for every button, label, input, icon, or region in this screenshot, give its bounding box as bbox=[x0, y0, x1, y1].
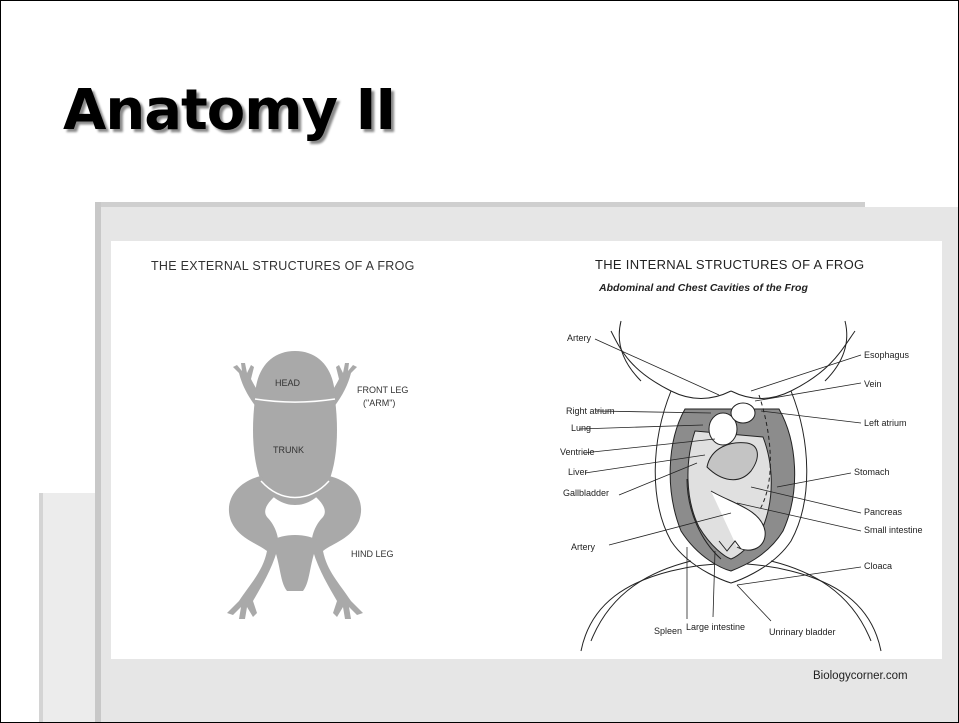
lung-label: Lung bbox=[571, 423, 591, 433]
small-intestine-label: Small intestine bbox=[864, 525, 923, 535]
hind-leg-label: HIND LEG bbox=[351, 549, 394, 559]
trunk-label: TRUNK bbox=[273, 445, 304, 455]
internal-organs bbox=[670, 395, 795, 571]
right-atrium-label: Right atrium bbox=[566, 406, 615, 416]
front-leg-label: FRONT LEG bbox=[357, 385, 408, 395]
large-intestine-label: Large intestine bbox=[686, 622, 745, 632]
external-frog-silhouette bbox=[227, 351, 363, 619]
panel-left-edge bbox=[95, 202, 101, 723]
gallbladder-label: Gallbladder bbox=[563, 488, 609, 498]
left-atrium-label: Left atrium bbox=[864, 418, 907, 428]
front-leg-arm-label: ("ARM") bbox=[363, 398, 395, 408]
liver-label: Liver bbox=[568, 467, 588, 477]
internal-heading: THE INTERNAL STRUCTURES OF A FROG bbox=[595, 257, 864, 272]
artery-top-label: Artery bbox=[567, 333, 591, 343]
slide-title: Anatomy II bbox=[63, 83, 395, 139]
external-heading: THE EXTERNAL STRUCTURES OF A FROG bbox=[151, 259, 415, 273]
stomach-label: Stomach bbox=[854, 467, 890, 477]
background-band-edge bbox=[39, 493, 43, 723]
urinary-bladder-label: Unrinary bladder bbox=[769, 627, 836, 637]
spleen-label: Spleen bbox=[654, 626, 682, 636]
vein-label: Vein bbox=[864, 379, 882, 389]
frog-anatomy-figure: THE EXTERNAL STRUCTURES OF A FROG HEAD T… bbox=[111, 241, 942, 659]
esophagus-label: Esophagus bbox=[864, 350, 909, 360]
head-label: HEAD bbox=[275, 378, 300, 388]
artery-bottom-label: Artery bbox=[571, 542, 595, 552]
frog-diagrams bbox=[111, 241, 942, 659]
ventricle-label: Ventricle bbox=[560, 447, 595, 457]
panel-top-edge bbox=[95, 202, 865, 207]
internal-subheading: Abdominal and Chest Cavities of the Frog bbox=[599, 282, 808, 294]
pancreas-label: Pancreas bbox=[864, 507, 902, 517]
cloaca-label: Cloaca bbox=[864, 561, 892, 571]
source-credit: Biologycorner.com bbox=[813, 670, 908, 682]
